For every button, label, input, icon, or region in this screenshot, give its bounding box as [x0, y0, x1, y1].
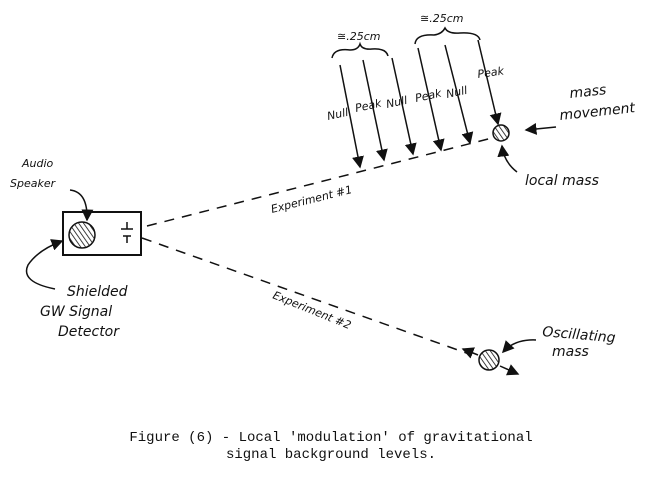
mass-movement-label-1: mass: [569, 82, 607, 102]
brace-1: [331, 41, 389, 59]
experiment-2-path: [141, 237, 473, 356]
caption-line-1: Figure (6) - Local 'modulation' of gravi…: [129, 430, 533, 446]
local-mass-icon: [492, 124, 510, 142]
local-mass-pointer: [497, 144, 518, 173]
detector-label-3: Detector: [58, 324, 120, 340]
audio-speaker-label-1: Audio: [21, 157, 54, 170]
wave-label: Peak: [414, 87, 443, 105]
wave-label: Null: [445, 84, 469, 101]
detector-box: [62, 211, 142, 256]
wave-label: Null: [385, 94, 409, 111]
wave-label: Null: [326, 106, 350, 123]
local-mass-label: local mass: [525, 173, 599, 189]
spacing-label-2: ≅.25cm: [420, 12, 463, 25]
audio-speaker-label-2: Speaker: [10, 177, 57, 190]
wave-arrows: [339, 39, 502, 169]
detector-label-2: GW Signal: [40, 304, 112, 320]
oscillation-arrow-icon: [461, 347, 520, 376]
oscillating-mass-label-1: Oscillating: [542, 324, 617, 346]
spacing-label-1: ≅.25cm: [337, 30, 380, 43]
oscillating-mass-label-2: mass: [552, 344, 589, 360]
detector-pointer: [25, 239, 64, 290]
experiment-2-label: Experiment #2: [271, 289, 353, 332]
caption-line-2: signal background levels.: [225, 447, 437, 463]
brace-2: [414, 26, 481, 45]
speaker-icon: [68, 221, 96, 249]
mass-movement-label-2: movement: [559, 100, 636, 124]
detector-label-1: Shielded: [67, 284, 128, 300]
oscillating-mass-icon: [478, 349, 500, 371]
figure-caption: Figure (6) - Local 'modulation' of gravi…: [0, 430, 662, 464]
wave-label: Peak: [354, 97, 383, 115]
wave-label: Peak: [477, 64, 506, 81]
wave-labels: Null Peak Null Peak Null Peak: [326, 64, 505, 123]
experiment-1-label: Experiment #1: [270, 183, 354, 216]
mass-movement-arrow: [524, 122, 557, 135]
speaker-pointer: [69, 189, 94, 222]
battery-icon: [121, 222, 133, 243]
experiment-1-path: [146, 137, 493, 227]
oscillating-mass-pointer: [501, 339, 537, 354]
